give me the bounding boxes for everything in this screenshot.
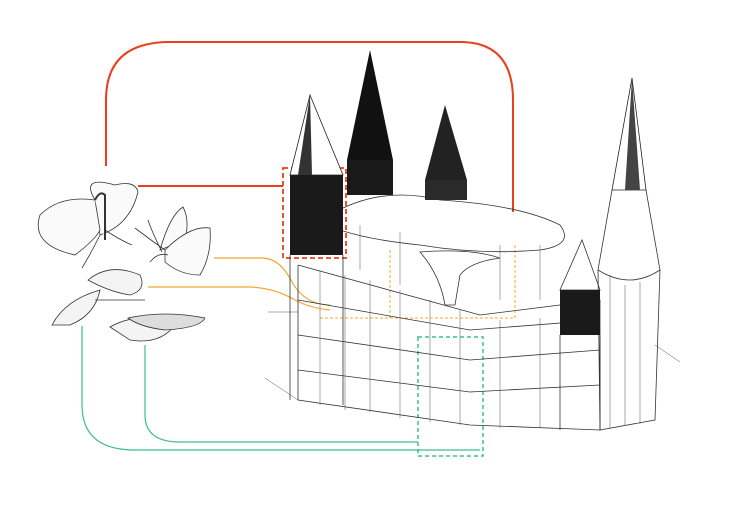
orange-connector-2	[148, 286, 331, 311]
orange-dashed-outline	[320, 245, 516, 319]
red-connector-loop	[105, 41, 514, 212]
tower-center	[347, 50, 393, 160]
tower-right	[425, 105, 467, 180]
chrysalis-on-leaf-icon	[51, 269, 145, 326]
butterfly-open-wings-icon	[37, 181, 139, 269]
tower-left	[289, 93, 344, 176]
green-highlight-box	[417, 336, 484, 457]
caterpillar-on-leaf-icon	[109, 313, 206, 342]
green-connector-2	[144, 345, 418, 443]
butterfly-side-icon	[134, 206, 211, 276]
orange-connector-1	[214, 257, 331, 306]
green-connector-1	[81, 326, 480, 451]
red-highlight-box	[282, 167, 347, 259]
castle-building-icon	[264, 50, 681, 431]
